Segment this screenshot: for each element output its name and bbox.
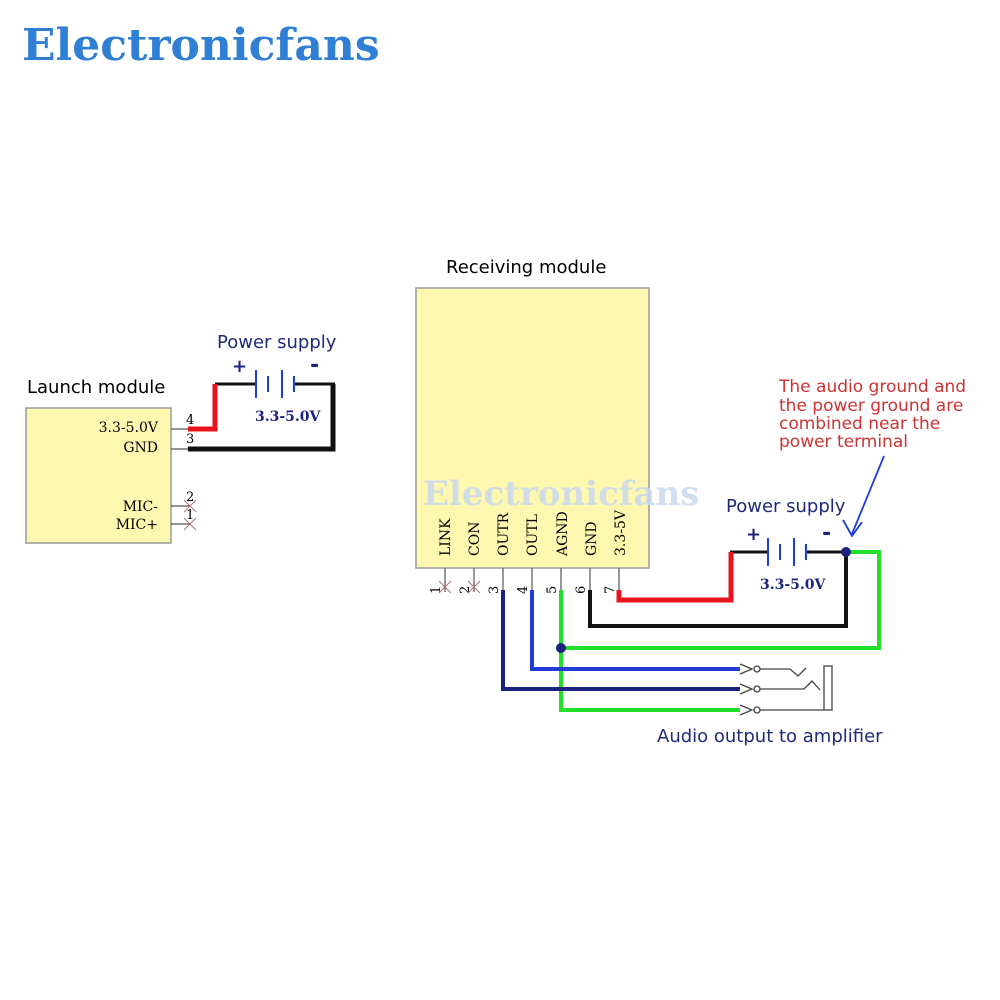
launch-pin-label: GND [123, 440, 158, 456]
brand-logo: Electronicfans [22, 20, 380, 71]
receiver-pin-label: CON [467, 522, 483, 556]
launch-pin-number: 3 [186, 432, 194, 447]
receiver-pin-number: 1 [429, 586, 444, 594]
receiver-pin-number: 5 [545, 586, 560, 594]
receiver-power-voltage: 3.3-5.0V [760, 577, 827, 593]
ground-note: The audio ground and the power ground ar… [778, 377, 966, 452]
receiving-module-title: Receiving module [446, 257, 606, 278]
junction-dot [556, 643, 566, 653]
wire-receiver-gnd [588, 552, 848, 628]
receiver-power-plus: + [746, 524, 761, 545]
launch-power-title: Power supply [217, 332, 337, 353]
launch-pin-label: MIC+ [116, 517, 158, 533]
launch-pin-label: 3.3-5.0V [99, 420, 159, 436]
receiver-pin-number: 3 [487, 586, 502, 594]
receiver-power-minus: - [822, 521, 831, 546]
receiving-module-pins: LINK CON OUTR OUTL AGND GND 3.3-5V 1 2 3… [429, 509, 629, 594]
launch-pin-number: 1 [186, 508, 194, 523]
receiver-pin-label: OUTR [496, 512, 512, 556]
no-connect-mark [438, 580, 452, 594]
launch-power-minus: - [310, 353, 319, 378]
launch-module-box [25, 407, 172, 544]
wire-outr [501, 590, 740, 691]
launch-power-plus: + [232, 356, 247, 377]
wire-launch-gnd [188, 384, 336, 452]
wire-audio-ground [561, 550, 881, 650]
battery-symbol [215, 370, 335, 398]
receiver-pin-label: LINK [438, 518, 454, 556]
wire-receiver-vcc [616, 552, 734, 603]
receiver-pin-label: AGND [555, 511, 571, 557]
no-connect-mark [183, 499, 197, 513]
launch-power-voltage: 3.3-5.0V [255, 409, 322, 425]
audio-output-label: Audio output to amplifier [657, 726, 883, 747]
no-connect-mark [467, 580, 481, 594]
audio-jack-icon [739, 663, 833, 716]
receiver-pin-label: 3.3-5V [613, 509, 629, 556]
receiver-pin-number: 4 [516, 586, 531, 594]
note-arrow [842, 455, 885, 538]
launch-module-title: Launch module [27, 377, 165, 398]
receiver-pin-label: OUTL [525, 514, 541, 556]
no-connect-mark [183, 517, 197, 531]
note-line: the power ground are [779, 396, 963, 416]
note-line: combined near the [779, 414, 940, 434]
receiver-power-title: Power supply [726, 496, 846, 517]
receiver-pin-number: 2 [458, 586, 473, 594]
wire-agnd [559, 590, 740, 712]
junction-dot [841, 547, 851, 557]
receiving-module-box [415, 287, 650, 569]
receiver-pin-label: GND [584, 521, 600, 556]
brand-watermark: Electronicfans [423, 474, 699, 514]
receiver-pin-number: 6 [574, 586, 589, 594]
note-line: The audio ground and [778, 377, 966, 397]
battery-symbol [730, 538, 846, 566]
launch-pin-number: 4 [186, 413, 194, 428]
wire-launch-vcc [188, 384, 218, 432]
launch-module-pins: 3.3-5.0V GND MIC- MIC+ 4 3 2 1 [99, 413, 197, 533]
receiver-pin-number: 7 [603, 586, 618, 594]
wire-outl [530, 590, 740, 671]
note-line: power terminal [779, 432, 908, 452]
launch-pin-label: MIC- [123, 499, 159, 515]
launch-pin-number: 2 [186, 490, 194, 505]
